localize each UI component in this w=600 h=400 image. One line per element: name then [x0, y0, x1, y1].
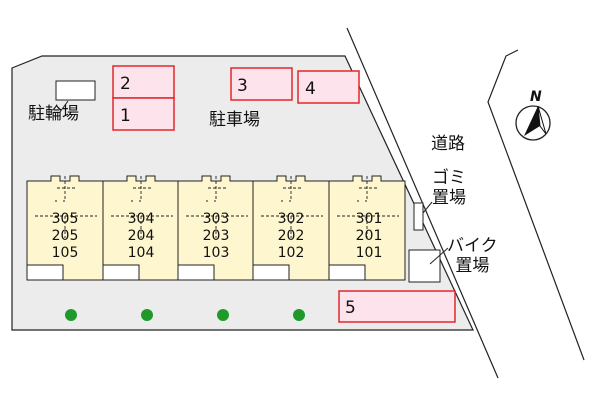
unit-105: 105	[52, 245, 79, 261]
garbage-box	[413, 202, 424, 231]
unit-104: 104	[128, 245, 155, 261]
tree-3	[217, 309, 229, 321]
parking-space-5: 5	[338, 290, 456, 323]
unit-101: 101	[356, 245, 383, 261]
svg-text:3: 3	[237, 76, 248, 96]
bicycle-rack	[55, 80, 96, 101]
north-compass-icon: N	[515, 89, 551, 141]
parking-space-4: 4	[297, 70, 360, 104]
building-1: 305 205 105	[26, 175, 104, 281]
unit-302: 302	[278, 211, 305, 227]
unit-305: 305	[52, 211, 79, 227]
unit-303: 303	[203, 211, 230, 227]
svg-text:N: N	[530, 89, 542, 105]
building-3: 303 203 103	[177, 175, 255, 281]
parking-space-3: 3	[230, 67, 293, 101]
building-4: 302 202 102	[252, 175, 330, 281]
tree-4	[293, 309, 305, 321]
apartment-buildings: 305 205 105 304 204 104 303 203 103 302 …	[26, 175, 406, 281]
unit-201: 201	[356, 228, 383, 244]
svg-text:4: 4	[305, 79, 316, 99]
parking-space-2: 2	[112, 65, 175, 99]
unit-103: 103	[203, 245, 230, 261]
unit-202: 202	[278, 228, 305, 244]
svg-text:1: 1	[120, 106, 131, 126]
garbage-area-label: ゴミ 置場	[432, 168, 466, 208]
unit-203: 203	[203, 228, 230, 244]
building-5: 301 201 101	[328, 175, 406, 281]
parking-space-1: 1	[112, 97, 175, 131]
garbage-leader	[422, 201, 433, 214]
unit-304: 304	[128, 211, 155, 227]
unit-301: 301	[356, 211, 383, 227]
bike-leader	[429, 247, 449, 265]
car-parking-label: 駐車場	[209, 110, 260, 130]
road-edge-right	[487, 49, 585, 361]
tree-2	[141, 309, 153, 321]
tree-1	[65, 309, 77, 321]
bicycle-parking-label: 駐輪場	[28, 104, 79, 124]
svg-text:2: 2	[120, 74, 131, 94]
svg-text:5: 5	[345, 298, 356, 318]
bicycle-rack-leader	[59, 100, 69, 113]
building-2: 304 204 104	[102, 175, 180, 281]
unit-205: 205	[52, 228, 79, 244]
bike-box	[408, 249, 441, 283]
bike-area-label: バイク 置場	[447, 236, 498, 276]
road-label: 道路	[431, 134, 465, 154]
unit-102: 102	[278, 245, 305, 261]
unit-204: 204	[128, 228, 155, 244]
